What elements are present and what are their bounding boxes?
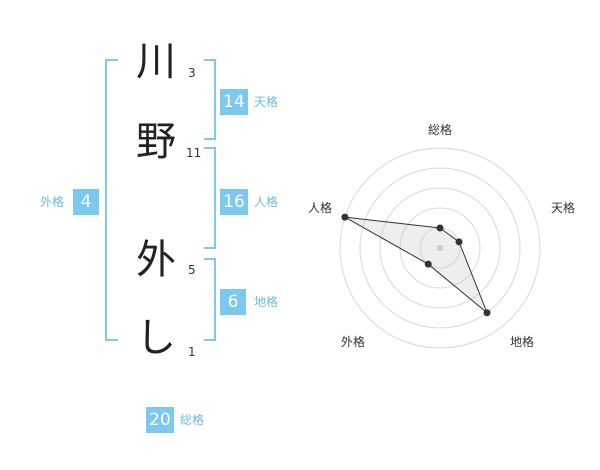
radar-label-top: 総格	[428, 123, 453, 137]
radar-label-right: 天格	[551, 201, 576, 215]
radar-ring	[359, 167, 521, 329]
chikaku-bracket	[204, 258, 216, 341]
radar-point-5	[341, 213, 349, 221]
radar-label-left: 人格	[308, 201, 333, 215]
tenkaku-value: 14	[220, 89, 248, 115]
jinkaku-value: 16	[220, 189, 248, 215]
chikaku-value: 6	[220, 289, 246, 315]
radar-center	[437, 245, 443, 251]
radar-label-bottom-left: 外格	[341, 335, 366, 349]
radar-point-2	[455, 238, 463, 246]
radar-point-3	[483, 309, 491, 317]
tenkaku-label: 天格	[254, 95, 279, 109]
gaikaku-bracket	[105, 59, 118, 341]
name-char-2: 野	[136, 119, 176, 165]
stroke-count-1: 3	[188, 66, 196, 80]
jinkaku-label: 人格	[254, 195, 279, 209]
gaikaku-value: 4	[73, 189, 99, 215]
radar-point-4	[424, 260, 432, 268]
name-char-1: 川	[136, 39, 176, 85]
tenkaku-bracket	[204, 59, 216, 140]
jinkaku-bracket	[204, 147, 216, 249]
name-char-3: 外	[136, 237, 176, 283]
soukaku-label: 総格	[180, 413, 205, 427]
stroke-count-2: 11	[186, 146, 202, 160]
name-char-4: し	[136, 315, 176, 361]
gaikaku-label: 外格	[40, 195, 65, 209]
soukaku-value: 20	[146, 407, 174, 433]
radar-ring	[339, 147, 541, 349]
radar-point-1	[436, 224, 444, 232]
radar-polygon	[344, 216, 488, 314]
radar-label-bottom-right: 地格	[510, 335, 535, 349]
chikaku-label: 地格	[254, 295, 279, 309]
stroke-count-4: 1	[188, 345, 196, 359]
stroke-count-3: 5	[188, 263, 196, 277]
radar-ring	[379, 187, 501, 309]
